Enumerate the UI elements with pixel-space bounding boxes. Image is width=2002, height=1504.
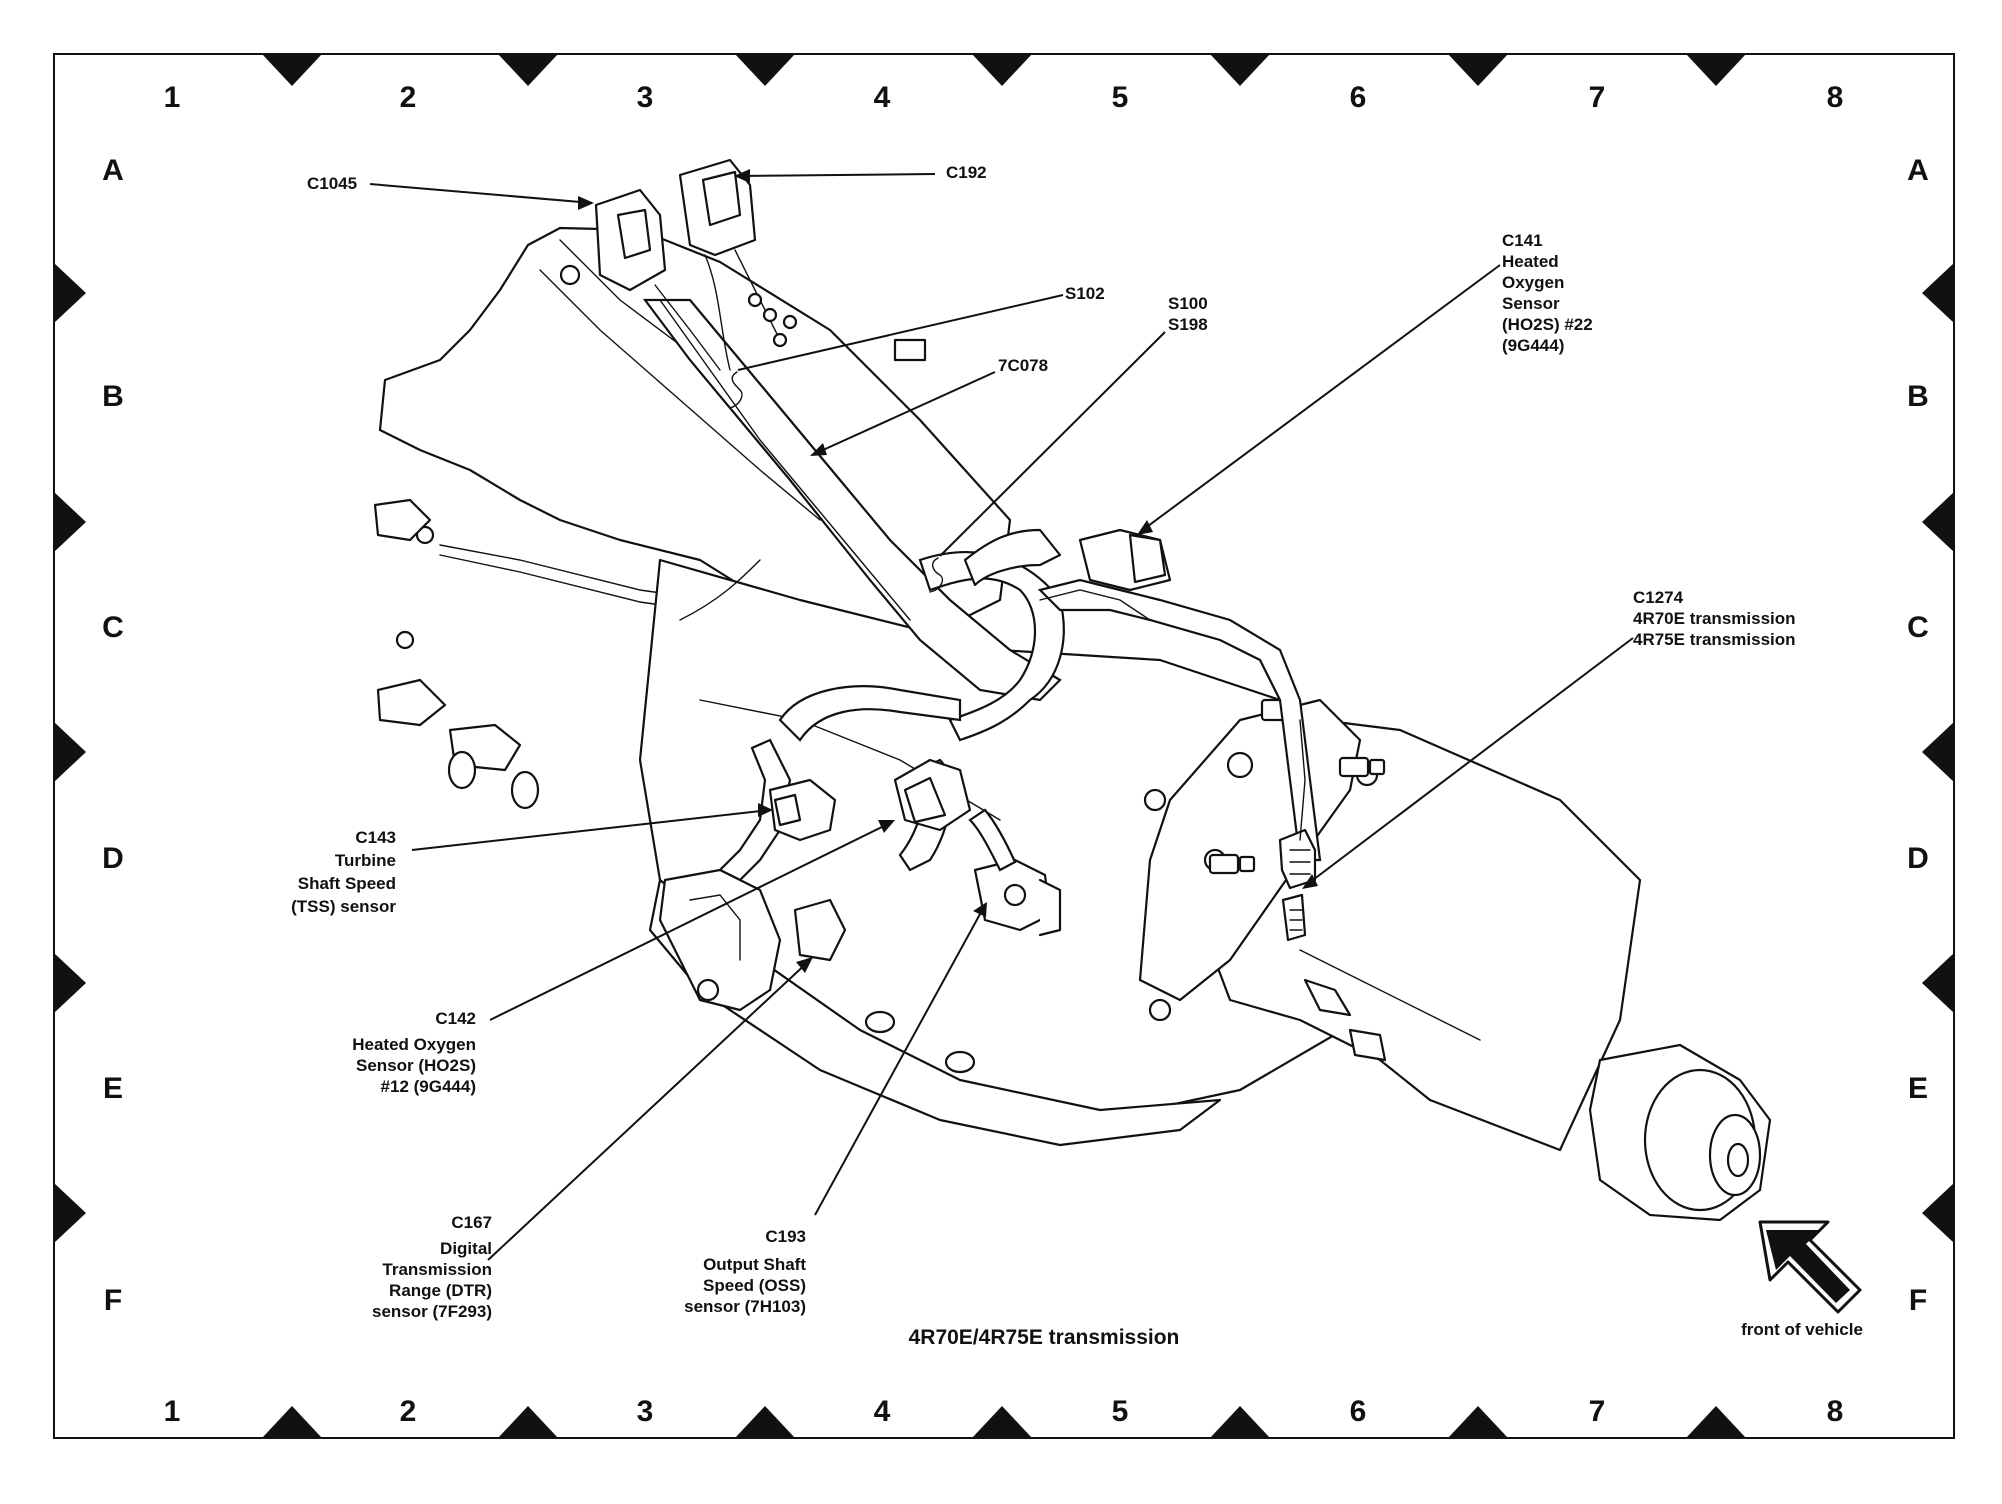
grid-number-top: 3	[637, 81, 654, 114]
grid-number-bottom: 2	[400, 1395, 417, 1428]
grid-letter-right: A	[1907, 154, 1929, 187]
label-c193-line-2: Output Shaft	[703, 1255, 806, 1274]
label-c167-line-3: Transmission	[382, 1260, 492, 1279]
grid-letter-right: E	[1908, 1072, 1928, 1105]
grid-marker-bottom	[735, 1406, 795, 1438]
label-c193-line-4: sensor (7H103)	[684, 1297, 806, 1316]
grid-marker-left	[54, 263, 86, 323]
grid-marker-right	[1922, 263, 1954, 323]
label-c143-line-3: Shaft Speed	[298, 874, 396, 893]
grid-letters-left: A B C D E F	[102, 154, 124, 1317]
label-c167-line-1: C167	[451, 1213, 492, 1232]
label-c141-line-2: Heated	[1502, 252, 1559, 271]
label-c141-line-6: (9G444)	[1502, 336, 1564, 355]
label-c143-line-1: C143	[355, 828, 396, 847]
grid-markers-bottom	[262, 1406, 1746, 1438]
label-c1274-line-2: 4R70E transmission	[1633, 609, 1796, 628]
grid-letter-right: B	[1907, 380, 1929, 413]
grid-marker-bottom	[262, 1406, 322, 1438]
grid-number-bottom: 5	[1112, 1395, 1129, 1428]
label-c141-line-5: (HO2S) #22	[1502, 315, 1593, 334]
callout-labels: C1045 C192 S102 S100 S198 7C078 C141 Hea…	[291, 163, 1863, 1349]
label-c1045: C1045	[307, 174, 357, 193]
label-c141-line-3: Oxygen	[1502, 273, 1564, 292]
grid-marker-right	[1922, 1183, 1954, 1243]
grid-number-bottom: 8	[1827, 1395, 1844, 1428]
grid-letter-right: C	[1907, 611, 1929, 644]
grid-marker-bottom	[972, 1406, 1032, 1438]
grid-marker-bottom	[498, 1406, 558, 1438]
label-c167-line-5: sensor (7F293)	[372, 1302, 492, 1321]
grid-marker-top	[735, 54, 795, 86]
grid-number-top: 4	[874, 81, 891, 114]
label-c1274-line-1: C1274	[1633, 588, 1684, 607]
grid-marker-top	[972, 54, 1032, 86]
grid-number-bottom: 4	[874, 1395, 891, 1428]
label-c142-line-2: Heated Oxygen	[352, 1035, 476, 1054]
label-s102: S102	[1065, 284, 1105, 303]
label-s100-line-2: S198	[1168, 315, 1208, 334]
grid-letter-left: E	[103, 1072, 123, 1105]
grid-number-top: 7	[1589, 81, 1606, 114]
front-of-vehicle-label: front of vehicle	[1741, 1320, 1863, 1339]
grid-number-top: 6	[1350, 81, 1367, 114]
grid-marker-left	[54, 953, 86, 1013]
leader-lines	[369, 169, 1634, 1261]
label-c167-line-4: Range (DTR)	[389, 1281, 492, 1300]
label-s100-line-1: S100	[1168, 294, 1208, 313]
grid-number-bottom: 7	[1589, 1395, 1606, 1428]
grid-letter-right: D	[1907, 842, 1929, 875]
grid-marker-bottom	[1686, 1406, 1746, 1438]
grid-numbers-bottom: 1 2 3 4 5 6 7 8	[164, 1395, 1844, 1428]
label-c142-line-3: Sensor (HO2S)	[356, 1056, 476, 1075]
grid-marker-top	[498, 54, 558, 86]
front-arrow-icon	[1758, 1220, 1862, 1314]
grid-marker-left	[54, 1183, 86, 1243]
grid-number-bottom: 3	[637, 1395, 654, 1428]
label-c143-line-4: (TSS) sensor	[291, 897, 396, 916]
label-c167-line-2: Digital	[440, 1239, 492, 1258]
grid-marker-right	[1922, 953, 1954, 1013]
grid-number-bottom: 6	[1350, 1395, 1367, 1428]
grid-numbers-top: 1 2 3 4 5 6 7 8	[164, 81, 1844, 114]
grid-markers-left	[54, 263, 86, 1243]
label-c141-line-1: C141	[1502, 231, 1543, 250]
grid-marker-right	[1922, 492, 1954, 552]
grid-marker-top	[1686, 54, 1746, 86]
transmission-illustration	[373, 158, 1772, 1222]
grid-letter-left: C	[102, 611, 124, 644]
grid-number-bottom: 1	[164, 1395, 181, 1428]
grid-markers-right	[1922, 263, 1954, 1243]
grid-letter-left: D	[102, 842, 124, 875]
grid-letter-right: F	[1909, 1284, 1927, 1317]
label-c142-line-1: C142	[435, 1009, 476, 1028]
grid-marker-top	[1210, 54, 1270, 86]
grid-marker-bottom	[1448, 1406, 1508, 1438]
label-c141-line-4: Sensor	[1502, 294, 1560, 313]
grid-number-top: 8	[1827, 81, 1844, 114]
grid-letter-left: F	[104, 1284, 122, 1317]
label-7c078: 7C078	[998, 356, 1048, 375]
grid-letter-left: A	[102, 154, 124, 187]
label-c1274-line-3: 4R75E transmission	[1633, 630, 1796, 649]
grid-letters-right: A B C D E F	[1907, 154, 1929, 1317]
label-c143-line-2: Turbine	[335, 851, 396, 870]
grid-letter-left: B	[102, 380, 124, 413]
label-c142-line-4: #12 (9G444)	[381, 1077, 476, 1096]
grid-marker-left	[54, 492, 86, 552]
grid-number-top: 5	[1112, 81, 1129, 114]
grid-number-top: 2	[400, 81, 417, 114]
label-c193-line-1: C193	[765, 1227, 806, 1246]
diagram-caption: 4R70E/4R75E transmission	[909, 1326, 1180, 1349]
grid-marker-top	[262, 54, 322, 86]
grid-markers-top	[262, 54, 1746, 86]
label-c192: C192	[946, 163, 987, 182]
grid-marker-right	[1922, 722, 1954, 782]
grid-marker-top	[1448, 54, 1508, 86]
grid-number-top: 1	[164, 81, 181, 114]
grid-marker-bottom	[1210, 1406, 1270, 1438]
grid-marker-left	[54, 722, 86, 782]
label-c193-line-3: Speed (OSS)	[703, 1276, 806, 1295]
